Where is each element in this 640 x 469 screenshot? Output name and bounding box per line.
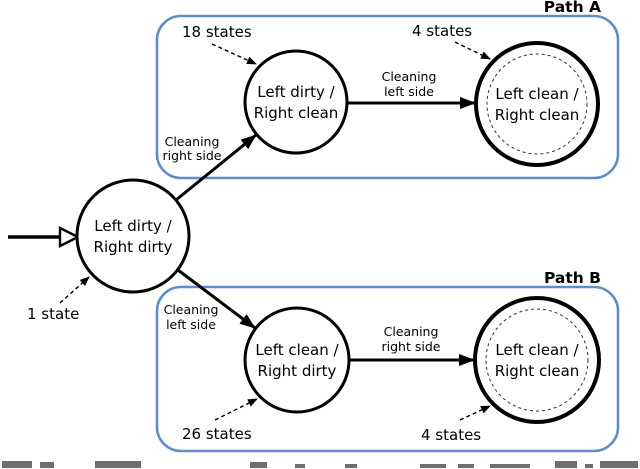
path-b-box (155, 285, 620, 453)
state-label-line1: Left dirty / (94, 217, 172, 235)
annotation-1-state: 1 state (27, 305, 79, 323)
state-label-line2: Right dirty (258, 362, 337, 380)
annotation-4-states-a: 4 states (412, 22, 472, 40)
svg-text:Cleaning: Cleaning (165, 134, 220, 149)
state-label-line2: Right clean (495, 106, 580, 124)
edge-label-cleaning-left-side-b: Cleaning left side (164, 302, 219, 332)
path-a-label: Path A (544, 0, 601, 16)
annotation-26-states: 26 states (182, 425, 252, 443)
cropped-caption-fragment (2, 461, 638, 468)
edge-label-cleaning-right-side-a: Cleaning right side (163, 134, 222, 163)
state-label-line2: Right clean (495, 362, 580, 380)
annotation-arrow-1-state (59, 276, 90, 304)
path-b-label: Path B (544, 269, 601, 287)
state-left-dirty-right-dirty: Left dirty / Right dirty (75, 178, 191, 294)
state-left-dirty-right-clean: Left dirty / Right clean (243, 49, 349, 155)
annotation-4-states-b: 4 states (421, 426, 481, 444)
state-left-clean-right-dirty: Left clean / Right dirty (243, 306, 351, 414)
state-label-line1: Left clean / (495, 341, 579, 359)
svg-text:right side: right side (163, 148, 222, 163)
edge-label-cleaning-right-side-b: Cleaning right side (382, 324, 441, 354)
svg-text:left side: left side (384, 84, 434, 99)
svg-text:Cleaning: Cleaning (384, 324, 439, 339)
edge-start-to-left-clean-right-dirty (177, 268, 256, 330)
state-label-line2: Right dirty (94, 238, 173, 256)
annotation-arrow-4-states-a (454, 41, 491, 60)
edge-label-cleaning-left-side-a: Cleaning left side (382, 69, 437, 99)
svg-text:Cleaning: Cleaning (164, 302, 219, 317)
state-label-line2: Right clean (254, 104, 339, 122)
goal-state-path-b-left-clean-right-clean: Left clean / Right clean (473, 296, 601, 424)
annotation-18-states: 18 states (182, 23, 252, 41)
state-label-line1: Left dirty / (257, 83, 335, 101)
svg-text:Cleaning: Cleaning (382, 69, 437, 84)
goal-state-path-a-left-clean-right-clean: Left clean / Right clean (474, 41, 600, 167)
annotation-arrow-4-states-b (459, 405, 491, 421)
svg-text:right side: right side (382, 339, 441, 354)
annotation-arrow-18-states (211, 43, 257, 65)
edge-start-to-left-dirty-right-clean (175, 133, 257, 202)
state-label-line1: Left clean / (495, 85, 579, 103)
annotation-arrow-26-states (214, 398, 258, 421)
state-label-line1: Left clean / (255, 341, 339, 359)
svg-text:left side: left side (166, 317, 216, 332)
initial-state-arrow (8, 226, 81, 248)
path-a-box (155, 14, 620, 180)
